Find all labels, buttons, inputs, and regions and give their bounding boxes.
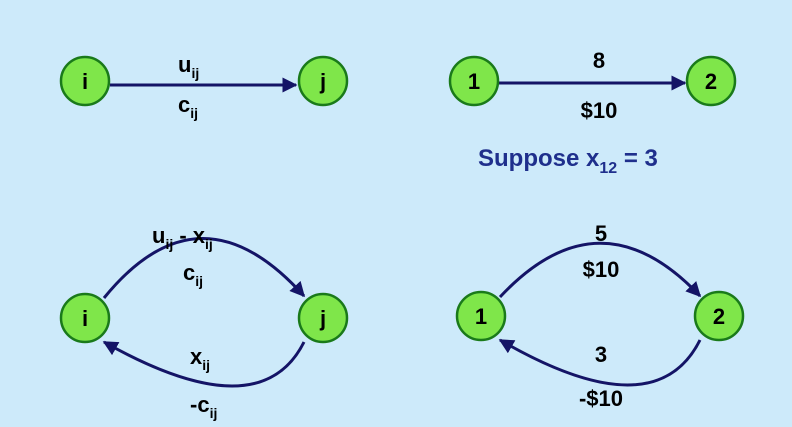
bl-diagram: uij - xij cij xij -cij i j xyxy=(59,223,349,421)
br-reverse-capacity-label: 3 xyxy=(595,342,607,367)
tl-capacity-label: uij xyxy=(178,52,199,81)
br-forward-capacity-label: 5 xyxy=(595,221,607,246)
svg-text:j: j xyxy=(319,306,326,331)
bl-forward-cost-label: cij xyxy=(183,260,203,289)
tr-capacity-label: 8 xyxy=(593,48,605,73)
br-forward-cost-label: $10 xyxy=(583,257,620,282)
suppose-statement: Suppose x12 = 3 xyxy=(478,145,658,177)
br-diagram: 5 $10 3 -$10 1 2 xyxy=(455,221,745,411)
tr-cost-label: $10 xyxy=(581,98,618,123)
bl-forward-edge xyxy=(102,237,306,299)
tr-node-2: 2 xyxy=(685,55,737,107)
svg-text:i: i xyxy=(82,306,88,331)
svg-text:2: 2 xyxy=(705,69,717,94)
bl-reverse-edge xyxy=(102,340,306,388)
svg-text:2: 2 xyxy=(713,304,725,329)
br-node-2: 2 xyxy=(693,290,745,342)
br-reverse-cost-label: -$10 xyxy=(579,386,623,411)
svg-text:1: 1 xyxy=(468,69,480,94)
svg-text:i: i xyxy=(82,69,88,94)
br-node-1: 1 xyxy=(455,290,507,342)
tl-node-j: j xyxy=(297,55,349,107)
bl-node-i: i xyxy=(59,292,111,344)
tl-diagram: uij cij i j xyxy=(59,52,349,121)
bl-node-j: j xyxy=(297,292,349,344)
tr-diagram: 8 $10 1 2 xyxy=(448,48,737,123)
tr-node-1: 1 xyxy=(448,55,500,107)
svg-text:j: j xyxy=(319,69,326,94)
tl-cost-label: cij xyxy=(178,92,198,121)
tl-node-i: i xyxy=(59,55,111,107)
svg-text:1: 1 xyxy=(475,304,487,329)
bl-forward-capacity-label: uij - xij xyxy=(152,223,213,252)
bl-reverse-cost-label: -cij xyxy=(190,392,217,421)
br-forward-edge xyxy=(498,241,702,299)
bl-reverse-capacity-label: xij xyxy=(190,344,210,373)
br-reverse-edge xyxy=(498,338,702,387)
